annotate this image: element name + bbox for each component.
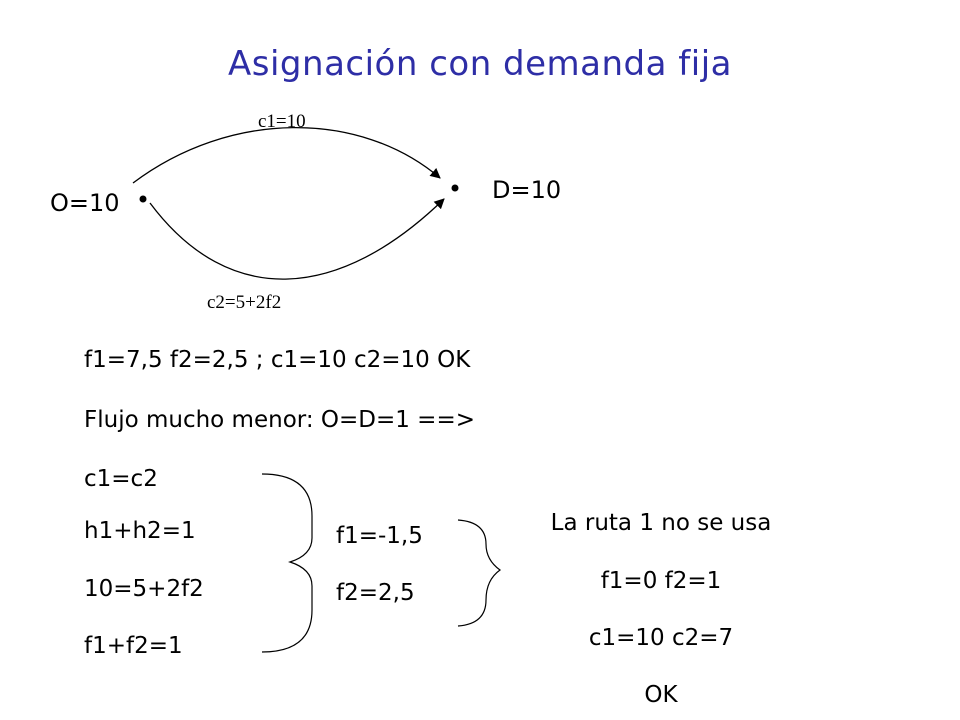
route-1-arrow xyxy=(132,127,441,184)
origin-label: O=10 xyxy=(50,189,120,217)
conclusion-line: f1=0 f2=1 xyxy=(600,568,722,594)
destination-node xyxy=(451,184,459,192)
route-2-arrow xyxy=(149,198,445,280)
equations-brace xyxy=(261,473,313,653)
conclusion-line: OK xyxy=(644,682,678,708)
body-line: f1=7,5 f2=2,5 ; c1=10 c2=10 OK xyxy=(84,347,471,373)
solution-line: f2=2,5 xyxy=(336,580,415,606)
body-line: 10=5+2f2 xyxy=(84,576,204,602)
route-1-cost-label: c1=10 xyxy=(258,111,306,132)
body-line: c1=c2 xyxy=(84,466,158,492)
conclusion-line: La ruta 1 no se usa xyxy=(550,510,772,536)
body-line: h1+h2=1 xyxy=(84,518,196,544)
route-2-cost-label: c2=5+2f2 xyxy=(207,292,282,313)
solution-brace xyxy=(457,519,502,627)
slide-title: Asignación con demanda fija xyxy=(228,44,732,84)
conclusion-line: c1=10 c2=7 xyxy=(588,625,734,651)
destination-label: D=10 xyxy=(492,176,562,204)
origin-node xyxy=(139,195,147,203)
body-line: f1+f2=1 xyxy=(84,633,183,659)
body-line: Flujo mucho menor: O=D=1 ==> xyxy=(84,407,475,433)
solution-line: f1=-1,5 xyxy=(336,523,423,549)
